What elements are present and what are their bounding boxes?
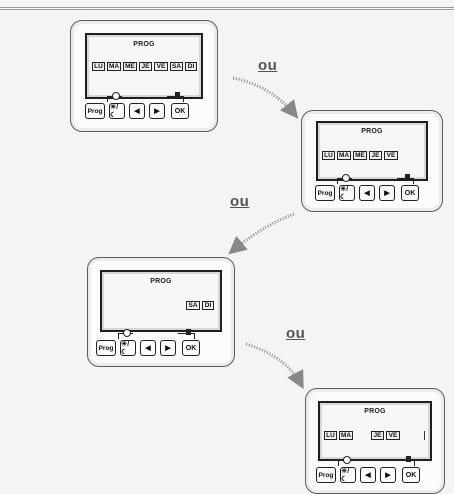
day-lu: LU bbox=[324, 431, 337, 440]
prog-button[interactable]: Prog bbox=[315, 185, 335, 201]
lock-icon bbox=[405, 174, 410, 180]
prog-title: PROG bbox=[364, 408, 386, 415]
top-rule bbox=[0, 7, 454, 10]
lcd-screen: PROG SA DI bbox=[100, 270, 222, 332]
ok-button[interactable]: OK bbox=[401, 185, 419, 201]
left-arrow-button[interactable]: ◀ bbox=[359, 185, 375, 201]
prog-button[interactable]: Prog bbox=[316, 467, 336, 483]
day-ma: MA bbox=[339, 431, 353, 440]
day-ma: MA bbox=[337, 151, 351, 160]
day-me: ME bbox=[353, 151, 367, 160]
button-row: Prog ☀/☾ ◀ ▶ OK bbox=[85, 92, 203, 119]
prog-button[interactable]: Prog bbox=[96, 340, 116, 356]
day-lu: LU bbox=[322, 151, 335, 160]
button-row: Prog ☀/☾ ◀ ▶ OK bbox=[316, 456, 434, 483]
day-sa: SA bbox=[186, 301, 200, 310]
connector-label-3: ou bbox=[286, 325, 306, 342]
prog-button[interactable]: Prog bbox=[85, 103, 105, 119]
sun-moon-button[interactable]: ☀/☾ bbox=[120, 340, 136, 356]
button-row: Prog ☀/☾ ◀ ▶ OK bbox=[315, 174, 433, 201]
sun-moon-button[interactable]: ☀/☾ bbox=[109, 103, 125, 119]
thermostat-device-3: PROG SA DI Prog ☀/☾ ◀ ▶ OK bbox=[87, 257, 235, 367]
lcd-screen: PROG LU MA ME JE VE bbox=[316, 121, 428, 181]
ok-button[interactable]: OK bbox=[402, 467, 420, 483]
right-arrow-button[interactable]: ▶ bbox=[149, 103, 165, 119]
day-ve: VE bbox=[384, 151, 398, 160]
day-me: ME bbox=[123, 62, 137, 71]
left-arrow-button[interactable]: ◀ bbox=[129, 103, 145, 119]
right-arrow-button[interactable]: ▶ bbox=[379, 185, 395, 201]
arrow-3 bbox=[245, 342, 304, 390]
prog-title: PROG bbox=[150, 278, 172, 285]
day-je: JE bbox=[371, 431, 384, 440]
connector-label-1: ou bbox=[258, 57, 278, 74]
lcd-screen: PROG LU MA JE VE bbox=[318, 401, 432, 461]
sun-moon-button[interactable]: ☀/☾ bbox=[340, 467, 356, 483]
left-arrow-button[interactable]: ◀ bbox=[140, 340, 156, 356]
day-lu: LU bbox=[92, 62, 105, 71]
clock-icon bbox=[112, 92, 120, 100]
prog-title: PROG bbox=[361, 128, 383, 135]
day-ve: VE bbox=[154, 62, 168, 71]
day-ve: VE bbox=[386, 431, 400, 440]
thermostat-device-4: PROG LU MA JE VE Prog ☀/☾ ◀ ▶ OK bbox=[305, 388, 445, 494]
connector-label-2: ou bbox=[230, 193, 250, 210]
lock-icon bbox=[175, 92, 180, 98]
day-sa: SA bbox=[170, 62, 183, 71]
day-je: JE bbox=[369, 151, 382, 160]
day-je: JE bbox=[139, 62, 152, 71]
right-arrow-button[interactable]: ▶ bbox=[160, 340, 176, 356]
lock-icon bbox=[406, 456, 411, 462]
day-di: DI bbox=[185, 62, 197, 71]
lcd-screen: PROG LU MA ME JE VE SA DI bbox=[85, 33, 203, 99]
clock-icon bbox=[343, 456, 351, 464]
clock-icon bbox=[342, 174, 350, 182]
left-arrow-button[interactable]: ◀ bbox=[360, 467, 376, 483]
screen-cursor bbox=[424, 431, 425, 440]
clock-icon bbox=[123, 329, 131, 337]
arrow-2 bbox=[228, 212, 295, 255]
day-me-off bbox=[355, 431, 369, 440]
day-di: DI bbox=[202, 301, 214, 310]
thermostat-device-2: PROG LU MA ME JE VE Prog ☀/☾ ◀ ▶ OK bbox=[301, 110, 443, 212]
arrow-1 bbox=[232, 76, 299, 119]
right-arrow-button[interactable]: ▶ bbox=[380, 467, 396, 483]
button-row: Prog ☀/☾ ◀ ▶ OK bbox=[96, 329, 214, 356]
lock-icon bbox=[186, 329, 191, 335]
thermostat-device-1: PROG LU MA ME JE VE SA DI Prog ☀/☾ ◀ ▶ O… bbox=[70, 20, 218, 132]
prog-title: PROG bbox=[133, 41, 155, 48]
ok-button[interactable]: OK bbox=[182, 340, 200, 356]
day-ma: MA bbox=[107, 62, 121, 71]
sun-moon-button[interactable]: ☀/☾ bbox=[339, 185, 355, 201]
ok-button[interactable]: OK bbox=[171, 103, 189, 119]
